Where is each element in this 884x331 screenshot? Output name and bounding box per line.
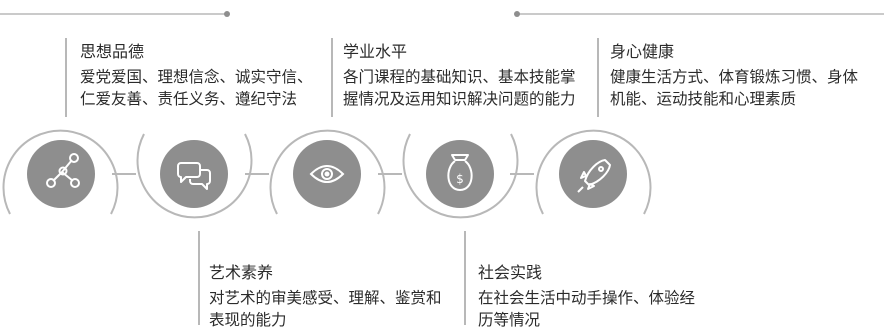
- item-1-line-1: 爱党爱国、理想信念、诚实守信、: [80, 68, 313, 86]
- item-4-line-1: 在社会生活中动手操作、体验经: [478, 289, 696, 307]
- item-3-line-1: 各门课程的基础知识、基本技能掌: [343, 68, 576, 86]
- node-3-arc: [269, 38, 386, 215]
- node-2-circle: [160, 140, 228, 208]
- svg-text:$: $: [456, 172, 464, 186]
- item-1-title: 思想品德: [80, 42, 145, 61]
- item-5-line-1: 健康生活方式、体育锻炼习惯、身体: [610, 68, 859, 86]
- item-2-line-2: 表现的能力: [209, 311, 287, 329]
- item-2-line-1: 对艺术的审美感受、理解、鉴赏和: [209, 289, 442, 307]
- item-4-block: 社会实践 在社会生活中动手操作、体验经 历等情况: [478, 262, 695, 331]
- item-3-block: 学业水平 各门课程的基础知识、基本技能掌 握情况及运用知识解决问题的能力: [343, 41, 576, 110]
- node-4-circle: [426, 140, 494, 208]
- node-1-arc: [2, 38, 119, 215]
- chat-bubbles-icon: [177, 162, 211, 190]
- item-5-line-2: 机能、运动技能和心理素质: [610, 90, 797, 108]
- eye-icon: [309, 165, 345, 183]
- share-network-icon: [46, 153, 80, 188]
- item-5-title: 身心健康: [610, 42, 675, 61]
- item-3-line-2: 握情况及运用知识解决问题的能力: [343, 90, 576, 108]
- item-4-line-2: 历等情况: [478, 311, 541, 329]
- item-5-block: 身心健康 健康生活方式、体育锻炼习惯、身体 机能、运动技能和心理素质: [610, 41, 858, 110]
- item-2-title: 艺术素养: [209, 263, 274, 282]
- item-4-title: 社会实践: [478, 263, 543, 282]
- item-3-title: 学业水平: [343, 42, 408, 61]
- node-2-arc: [136, 133, 253, 325]
- top-right-line: [514, 11, 884, 17]
- top-left-line: [0, 11, 230, 17]
- node-4-arc: [402, 133, 519, 325]
- item-2-block: 艺术素养 对艺术的审美感受、理解、鉴赏和 表现的能力: [209, 262, 442, 331]
- item-1-block: 思想品德 爱党爱国、理想信念、诚实守信、 仁爱友善、责任义务、遵纪守法: [80, 41, 313, 110]
- money-bag-icon: $: [447, 154, 473, 191]
- rocket-icon: [577, 159, 611, 193]
- node-5-arc: [535, 38, 652, 215]
- node-5-circle: [559, 140, 627, 208]
- item-1-line-2: 仁爱友善、责任义务、遵纪守法: [80, 90, 298, 108]
